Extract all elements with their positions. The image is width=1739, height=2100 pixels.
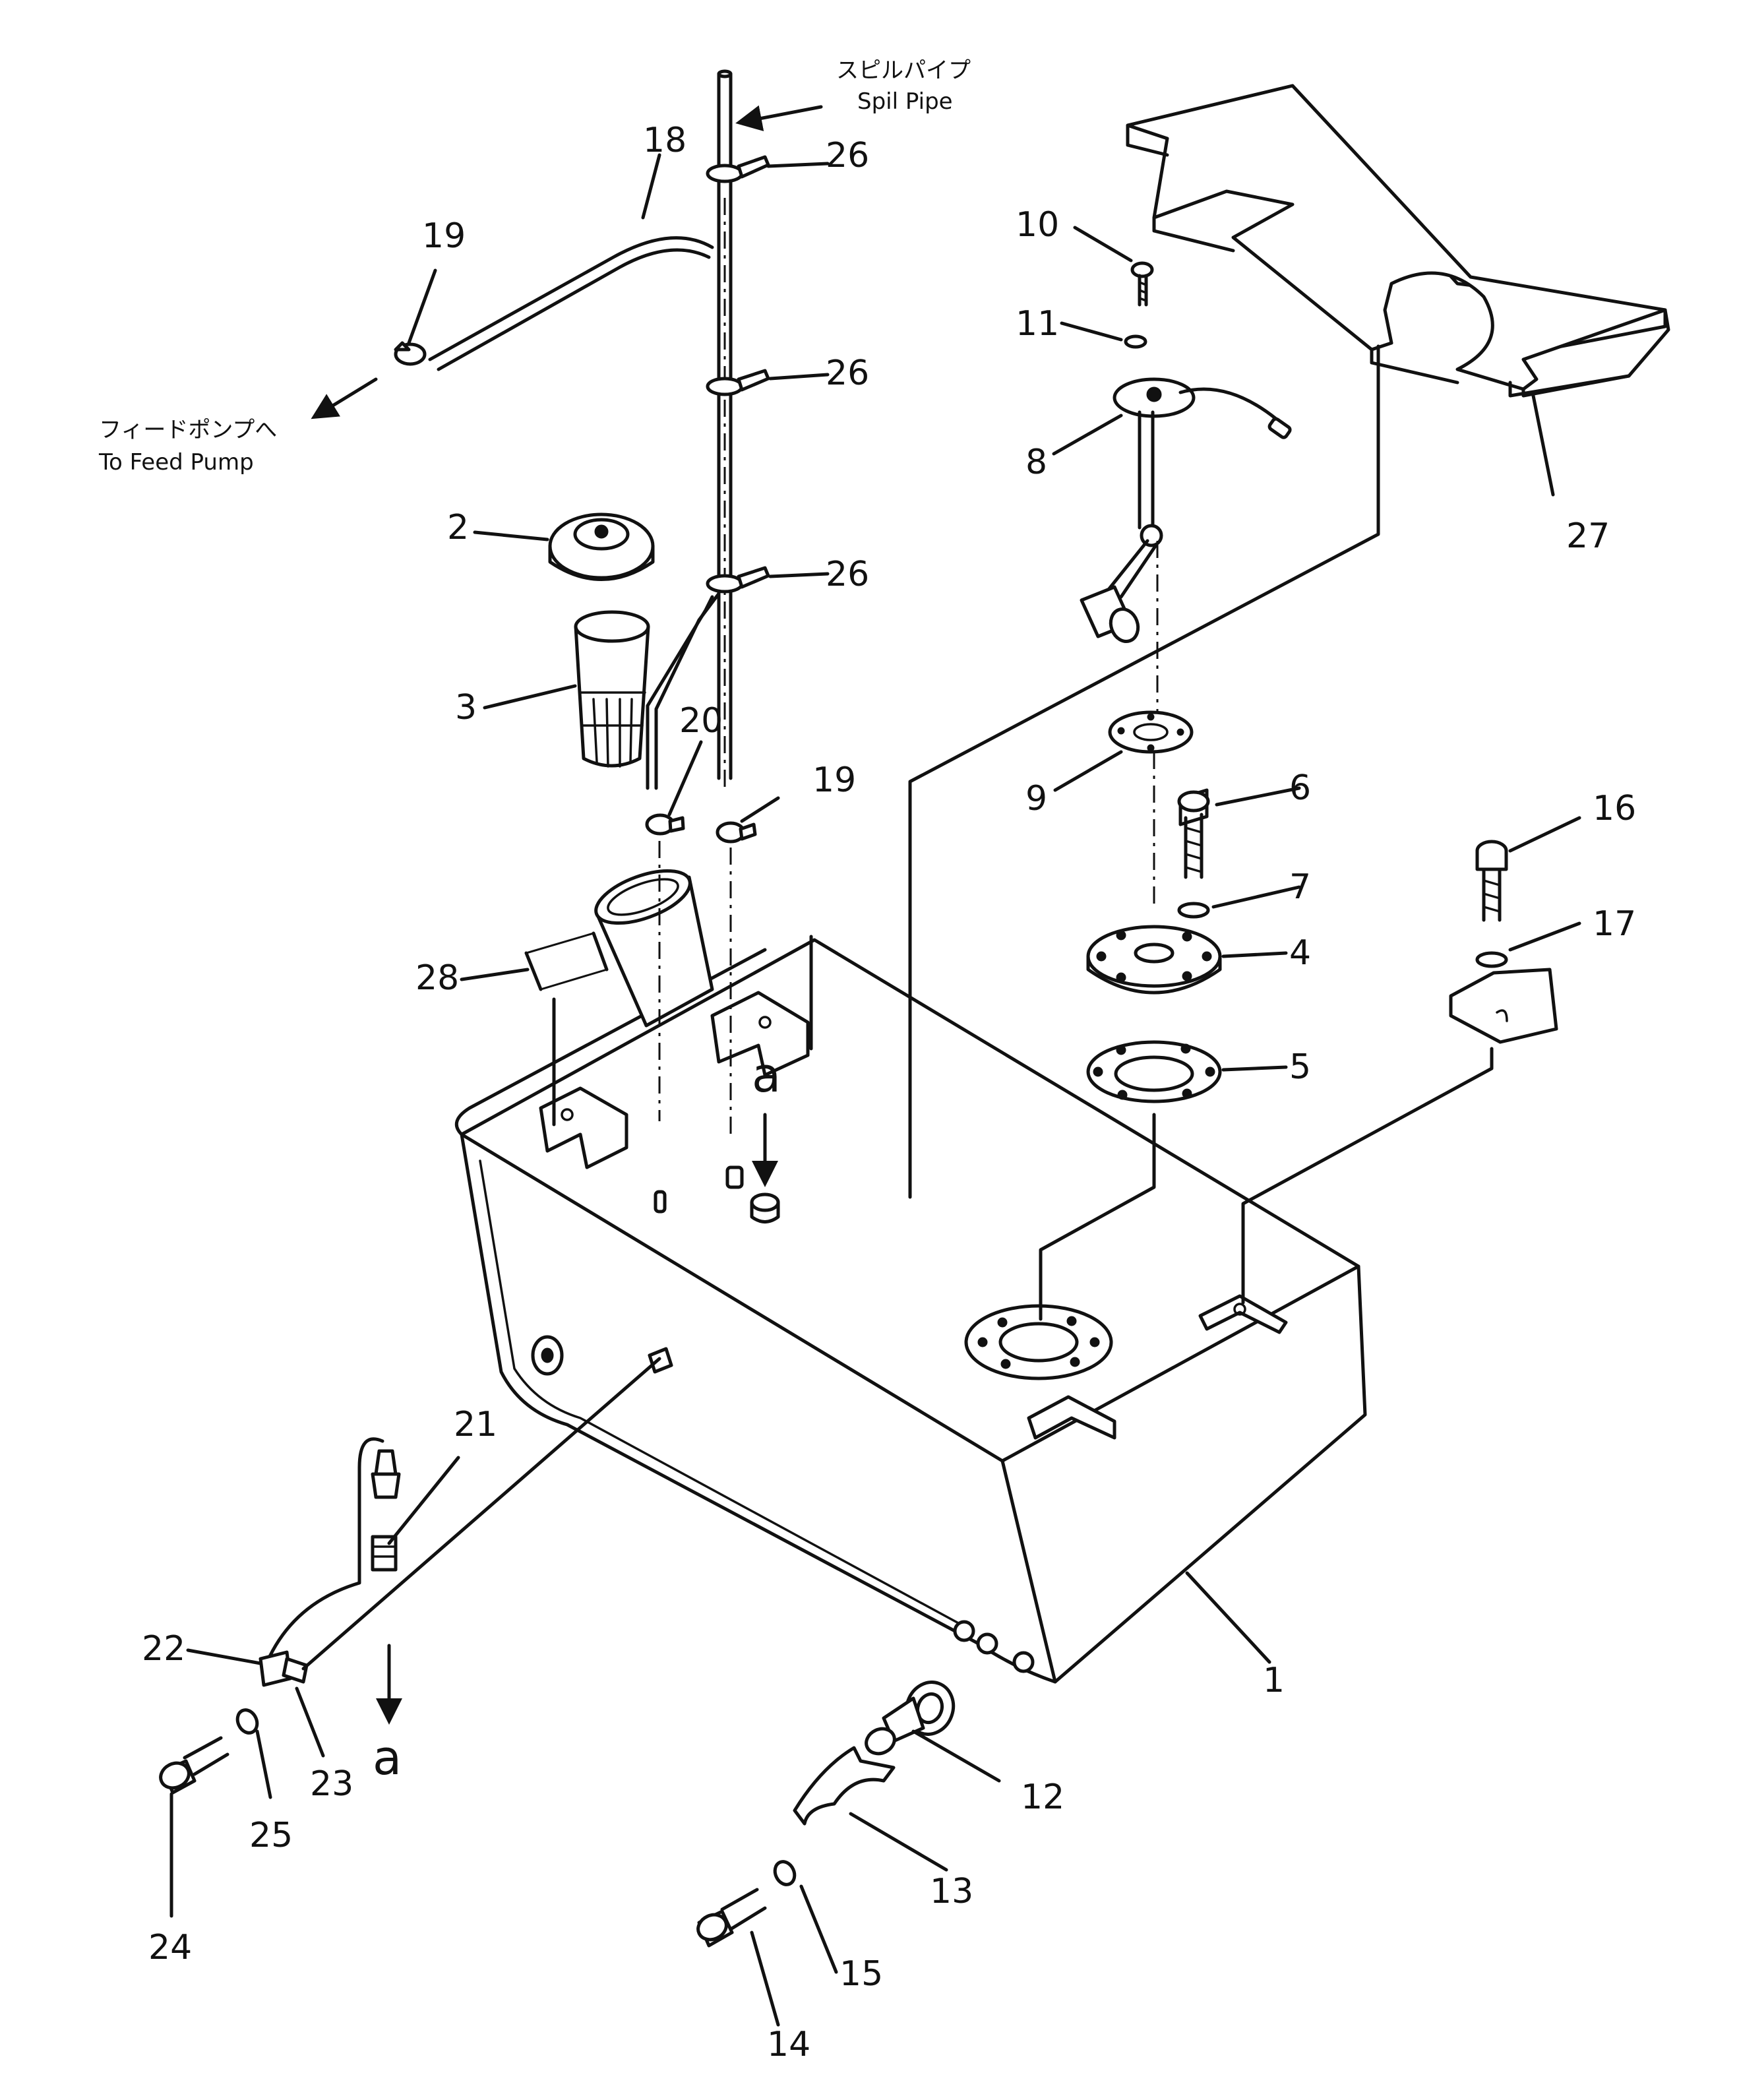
washer-7 xyxy=(1177,902,1210,919)
part-label-14: 14 xyxy=(767,2025,810,2064)
part-label-10: 10 xyxy=(1016,205,1059,245)
feed-pump-label-jp: フィードポンプへ xyxy=(99,417,277,443)
part-label-15: 15 xyxy=(839,1954,883,1994)
part-label-26-top: 26 xyxy=(826,136,869,175)
feed-pump-label-en: To Feed Pump xyxy=(98,449,254,476)
gasket-5 xyxy=(1086,1040,1222,1103)
fuel-hose-18 xyxy=(428,236,714,371)
washer-17 xyxy=(1475,951,1508,968)
part-label-20: 20 xyxy=(679,701,723,741)
part-label-5: 5 xyxy=(1289,1047,1311,1087)
screw-10 xyxy=(1130,261,1154,307)
spill-pipe-label-jp: スピルパイプ xyxy=(836,57,971,84)
part-label-3: 3 xyxy=(455,688,477,727)
washer-11 xyxy=(1124,334,1147,349)
level-switch-21 xyxy=(265,1437,401,1664)
part-label-28: 28 xyxy=(415,958,459,998)
pipe-clamp-26-top xyxy=(706,155,770,183)
bolt-16 xyxy=(1475,840,1508,922)
bolt-14 xyxy=(696,1888,767,1948)
part-label-16: 16 xyxy=(1593,789,1636,828)
part-label-11: 11 xyxy=(1016,304,1059,344)
fuel-strainer xyxy=(574,610,650,768)
part-label-26-low: 26 xyxy=(826,555,869,594)
part-number-labels: 1 2 3 4 5 6 7 8 9 10 11 12 13 14 15 16 1… xyxy=(142,121,1636,2064)
part-label-26-mid: 26 xyxy=(826,354,869,393)
flange-plate-4 xyxy=(1086,925,1222,995)
annotation-labels: スピルパイプ Spil Pipe フィードポンプへ To Feed Pump a… xyxy=(98,57,971,1785)
filler-neck xyxy=(594,869,714,1028)
hose-clamp-19-left xyxy=(394,341,427,366)
part-label-24: 24 xyxy=(148,1928,192,1967)
bracket-13 xyxy=(793,1746,896,1826)
hose-clamp-19-mid xyxy=(716,821,757,844)
part-label-18: 18 xyxy=(643,121,686,160)
washer-25 xyxy=(235,1708,259,1735)
part-label-13: 13 xyxy=(930,1872,973,1911)
part-label-9: 9 xyxy=(1025,779,1047,818)
part-label-22: 22 xyxy=(142,1629,185,1669)
part-label-25: 25 xyxy=(249,1816,293,1855)
spill-pipe xyxy=(646,69,733,791)
fuel-level-sender xyxy=(1080,377,1292,643)
bolt-6 xyxy=(1177,788,1210,879)
pipe-clamp-26-low xyxy=(706,566,770,594)
part-label-1: 1 xyxy=(1263,1661,1285,1700)
part-label-27: 27 xyxy=(1566,516,1610,556)
part-label-17: 17 xyxy=(1593,904,1636,944)
hose-clamp-20 xyxy=(645,813,685,836)
part-label-8: 8 xyxy=(1025,443,1047,482)
spill-pipe-label-en: Spil Pipe xyxy=(857,88,953,115)
pipe-clamp-26-mid xyxy=(706,369,770,396)
part-label-19-top: 19 xyxy=(422,216,466,256)
clip-22 xyxy=(259,1650,309,1687)
drain-valve-12 xyxy=(865,1681,956,1756)
part-label-21: 21 xyxy=(454,1405,497,1444)
pad-27 xyxy=(1126,84,1670,398)
part-label-23: 23 xyxy=(310,1764,353,1804)
part-label-12: 12 xyxy=(1021,1777,1064,1817)
view-a-label-top: a xyxy=(752,1047,781,1103)
part-label-19-mid: 19 xyxy=(812,760,856,800)
part-label-7: 7 xyxy=(1289,867,1311,907)
gasket-9 xyxy=(1108,710,1194,754)
bolt-24 xyxy=(159,1736,229,1795)
filler-cap xyxy=(548,512,655,581)
part-label-4: 4 xyxy=(1289,933,1311,973)
washer-15 xyxy=(773,1860,797,1886)
leader-lines xyxy=(169,105,1581,2027)
part-label-2: 2 xyxy=(447,508,469,547)
bracket-17 xyxy=(1449,968,1558,1044)
part-label-6: 6 xyxy=(1289,768,1311,808)
view-a-label-bottom: a xyxy=(373,1730,402,1785)
fuel-tank-body xyxy=(454,935,1367,1684)
